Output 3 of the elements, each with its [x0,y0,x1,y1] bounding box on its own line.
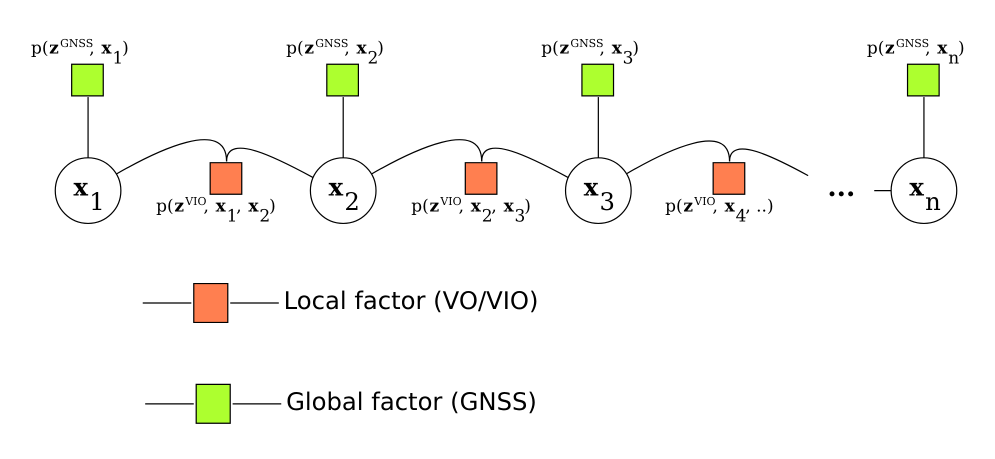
legend-label: Global factor (GNSS) [286,386,537,416]
node-text: ... [827,172,856,204]
legend-label: Local factor (VO/VIO) [284,286,538,316]
